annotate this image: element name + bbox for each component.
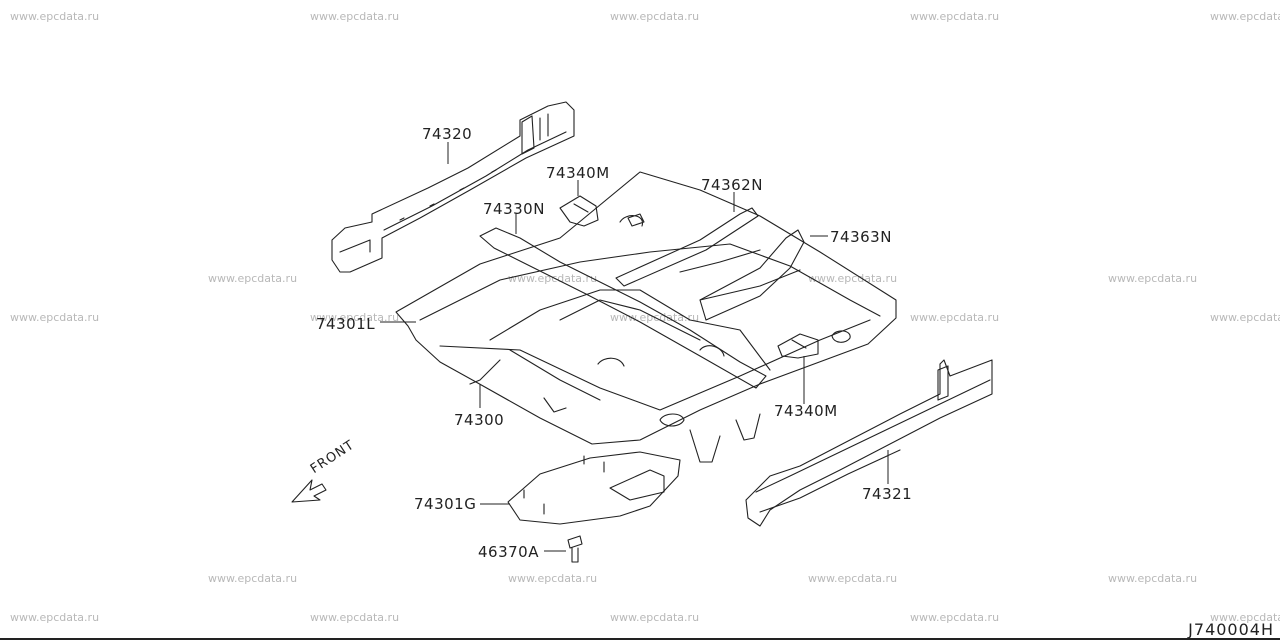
watermark: www.epcdata.ru — [910, 611, 1000, 624]
watermark: www.epcdata.ru — [1210, 10, 1280, 23]
member-74330n-drawing[interactable] — [479, 227, 767, 389]
watermark: www.epcdata.ru — [10, 311, 100, 324]
watermark: www.epcdata.ru — [808, 272, 898, 285]
watermark: www.epcdata.ru — [310, 10, 400, 23]
clip-46370a-drawing[interactable] — [567, 535, 583, 563]
part-number-74363n[interactable]: 74363N — [830, 228, 892, 246]
watermark: www.epcdata.ru — [1108, 572, 1198, 585]
bottom-rule — [0, 638, 1280, 640]
part-number-74362n[interactable]: 74362N — [701, 176, 763, 194]
leader-lines — [380, 142, 889, 552]
part-number-74320[interactable]: 74320 — [422, 125, 473, 143]
diagram-code: J740004H — [1188, 620, 1274, 639]
watermark: www.epcdata.ru — [610, 611, 700, 624]
member-74362n-drawing[interactable] — [615, 207, 759, 287]
bracket-74340m-top-drawing[interactable] — [559, 195, 599, 227]
watermark: www.epcdata.ru — [10, 611, 100, 624]
watermark: www.epcdata.ru — [1210, 611, 1280, 624]
watermark: www.epcdata.ru — [1108, 272, 1198, 285]
watermark: www.epcdata.ru — [1210, 311, 1280, 324]
part-number-74330n[interactable]: 74330N — [483, 200, 545, 218]
watermark: www.epcdata.ru — [910, 311, 1000, 324]
watermark: www.epcdata.ru — [508, 572, 598, 585]
bracket-74340m-bottom-drawing[interactable] — [777, 333, 819, 359]
watermark: www.epcdata.ru — [610, 10, 700, 23]
floor-panel-front-drawing[interactable] — [507, 451, 681, 525]
part-number-46370a[interactable]: 46370A — [478, 543, 539, 561]
watermark: www.epcdata.ru — [508, 272, 598, 285]
part-number-74301l[interactable]: 74301L — [316, 315, 376, 333]
side-sill-right-drawing[interactable] — [745, 359, 993, 527]
part-number-74340m-bottom[interactable]: 74340M — [774, 402, 838, 420]
watermark: www.epcdata.ru — [808, 572, 898, 585]
member-74363n-drawing[interactable] — [699, 229, 805, 321]
floor-panel-drawing[interactable] — [395, 171, 897, 463]
part-number-74340m-top[interactable]: 74340M — [546, 164, 610, 182]
side-sill-left-drawing[interactable] — [331, 101, 575, 273]
watermark: www.epcdata.ru — [310, 611, 400, 624]
watermark: www.epcdata.ru — [208, 572, 298, 585]
part-number-74300[interactable]: 74300 — [454, 411, 505, 429]
part-number-74321[interactable]: 74321 — [862, 485, 913, 503]
watermark: www.epcdata.ru — [310, 311, 400, 324]
part-number-74301g[interactable]: 74301G — [414, 495, 477, 513]
watermark: www.epcdata.ru — [10, 10, 100, 23]
watermark: www.epcdata.ru — [910, 10, 1000, 23]
watermark: www.epcdata.ru — [208, 272, 298, 285]
front-arrow-icon — [291, 479, 327, 503]
